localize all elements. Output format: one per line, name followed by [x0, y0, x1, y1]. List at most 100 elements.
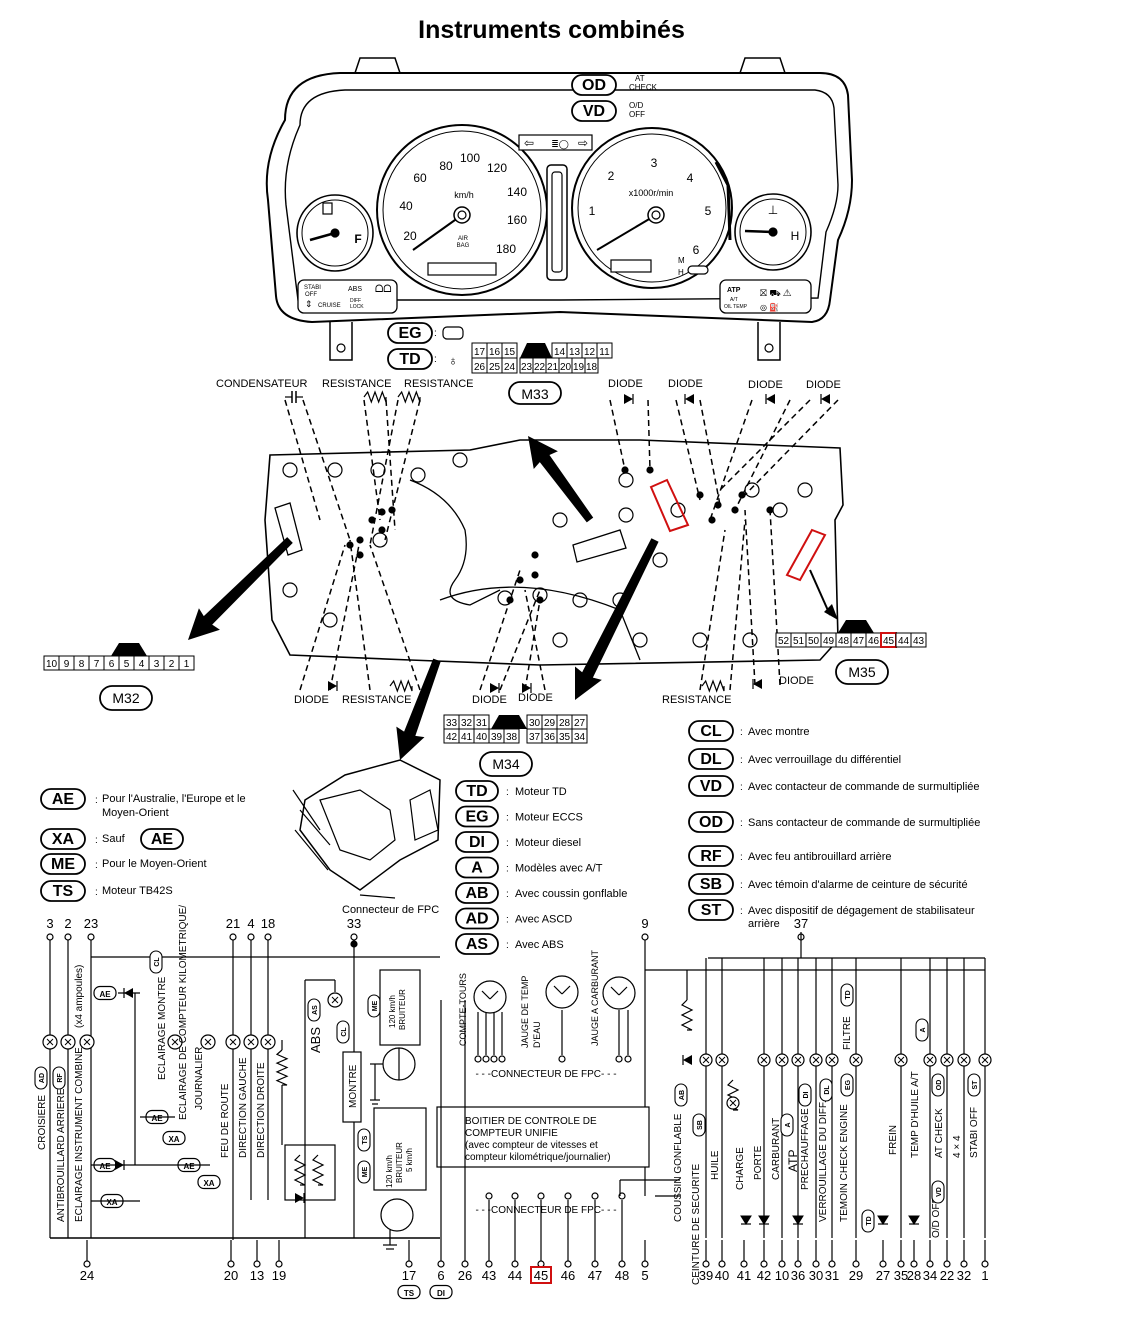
- bulb-filament: [83, 1038, 91, 1046]
- pointer-arrow: [809, 569, 831, 616]
- connector-pin: [910, 632, 927, 648]
- code-badge-label: AE: [151, 831, 174, 848]
- bottom-pin-label: 39: [699, 1268, 713, 1283]
- bulb-filament: [926, 1056, 934, 1064]
- abs-label: ABS: [308, 1027, 323, 1053]
- connector-pin: [571, 728, 588, 744]
- label: MONTRE: [348, 1064, 359, 1108]
- legend-text: Avec verrouillage du différentiel: [748, 754, 901, 766]
- code-badge-AB: [455, 882, 499, 904]
- panel-text: STABI: [304, 285, 321, 291]
- bottom-pin-label: 46: [561, 1268, 575, 1283]
- speedo-needle: [412, 214, 463, 251]
- pin-terminal: [275, 1260, 283, 1268]
- lamp-icon: ◎ ⛽: [760, 302, 779, 312]
- connector-tag-label: M35: [848, 664, 875, 680]
- code-tag-AS: [307, 998, 321, 1022]
- buzzer-box: [379, 969, 421, 1046]
- connector-pin: [596, 342, 613, 359]
- bottom-pin-label: 28: [907, 1268, 921, 1283]
- legend-colon: :: [95, 860, 98, 871]
- control-box-text: compteur kilométrique/journalier): [465, 1152, 611, 1163]
- left-turn-icon: ⇦: [524, 136, 534, 150]
- fpc-pin: [615, 1055, 623, 1063]
- badge-text: O/D: [629, 101, 643, 110]
- code-tag-label: DL: [824, 1085, 831, 1095]
- control-box-text: COMPTEUR UNIFIE: [465, 1128, 558, 1139]
- pcb-hole: [572, 592, 588, 608]
- top-pin-label: 9: [641, 916, 648, 931]
- code-tag-A: [915, 1018, 929, 1042]
- fpc-pin: [591, 1192, 599, 1200]
- pin-terminal: [943, 1260, 951, 1268]
- capacitor-label: CONDENSATEUR: [216, 378, 308, 390]
- lamp-icon: ⇕: [305, 299, 313, 309]
- bottom-pin-label: 26: [458, 1268, 472, 1283]
- speedo-tick: 160: [507, 213, 527, 227]
- top-pin-label: 3: [46, 916, 53, 931]
- code-badge-A: [455, 856, 499, 879]
- label: BRUITEUR: [395, 1142, 404, 1183]
- bottom-pin-label: 10: [775, 1268, 789, 1283]
- connector-pin-label: 3: [154, 659, 160, 670]
- connector-pin-label: 1: [184, 659, 190, 670]
- connector-pin-label: 31: [476, 718, 488, 729]
- code-tag-XA: [197, 1174, 221, 1190]
- pin-terminal: [83, 1260, 91, 1268]
- code-badge-label: DI: [469, 834, 485, 851]
- fpc-ribbon: [292, 789, 331, 871]
- junction-dot: [536, 596, 544, 604]
- bottom-pin-label: 13: [250, 1268, 264, 1283]
- code-badge-EG: [387, 322, 433, 344]
- connector-pin-label: 10: [46, 659, 58, 670]
- diode-symbol: [792, 1215, 804, 1225]
- connector-pin-label: 18: [586, 362, 598, 373]
- bulb-filament: [943, 1056, 951, 1064]
- tacho-tick: 6: [693, 243, 700, 257]
- junction-dot: [738, 491, 746, 499]
- connector-pin-label: 48: [838, 636, 850, 647]
- code-tag-label: RF: [57, 1073, 64, 1083]
- diode-label: DIODE: [472, 694, 507, 706]
- pointer-arrow: [575, 538, 659, 701]
- connector-pin-label: 9: [64, 659, 70, 670]
- resistor-label: RESISTANCE: [404, 378, 473, 390]
- legend-colon: :: [740, 906, 743, 917]
- connector-pin-label: 11: [599, 347, 610, 358]
- pcb-hole: [692, 632, 708, 648]
- pcb-hole: [632, 632, 648, 648]
- legend-colon: :: [740, 880, 743, 891]
- label: ECLAIRAGE INSTRUMENT COMBINE: [74, 1047, 85, 1222]
- connector-key: [520, 343, 552, 358]
- bottom-pin-label: 29: [849, 1268, 863, 1283]
- junction-dot: [346, 541, 354, 549]
- badge-colon: :: [434, 328, 437, 339]
- pcb-wire: [409, 479, 501, 606]
- legend-colon: :: [95, 835, 98, 846]
- diode-symbol: [740, 1215, 752, 1225]
- label: STABI OFF: [969, 1107, 980, 1158]
- bottom-pin-label: 30: [809, 1268, 823, 1283]
- label: O/D OFF: [931, 1197, 942, 1238]
- connector-pin-label: 52: [778, 636, 790, 647]
- code-badge-EG: [455, 805, 499, 828]
- pin-terminal: [437, 1260, 445, 1268]
- resistor-symbol: [397, 390, 421, 404]
- leader-line: [524, 589, 546, 691]
- pin-terminal: [812, 1260, 820, 1268]
- fpc-leader: [359, 894, 396, 899]
- gauge-needle: [553, 985, 563, 995]
- label: ECLAIRAGE MONTRE: [157, 976, 168, 1080]
- legend-text: Moteur diesel: [515, 837, 581, 849]
- connector-pin-label: 46: [868, 636, 880, 647]
- check-engine-icon: [442, 326, 464, 340]
- diode-label: DIODE: [608, 378, 643, 390]
- connector-pin-label: 29: [544, 718, 556, 729]
- connector-pin-label: 49: [823, 636, 835, 647]
- pin-terminal: [879, 1260, 887, 1268]
- resistor-symbol: [389, 679, 413, 693]
- fuel-pump-icon: [322, 202, 333, 215]
- connector-pin-label: 26: [474, 362, 486, 373]
- code-badge-OD: [571, 74, 617, 96]
